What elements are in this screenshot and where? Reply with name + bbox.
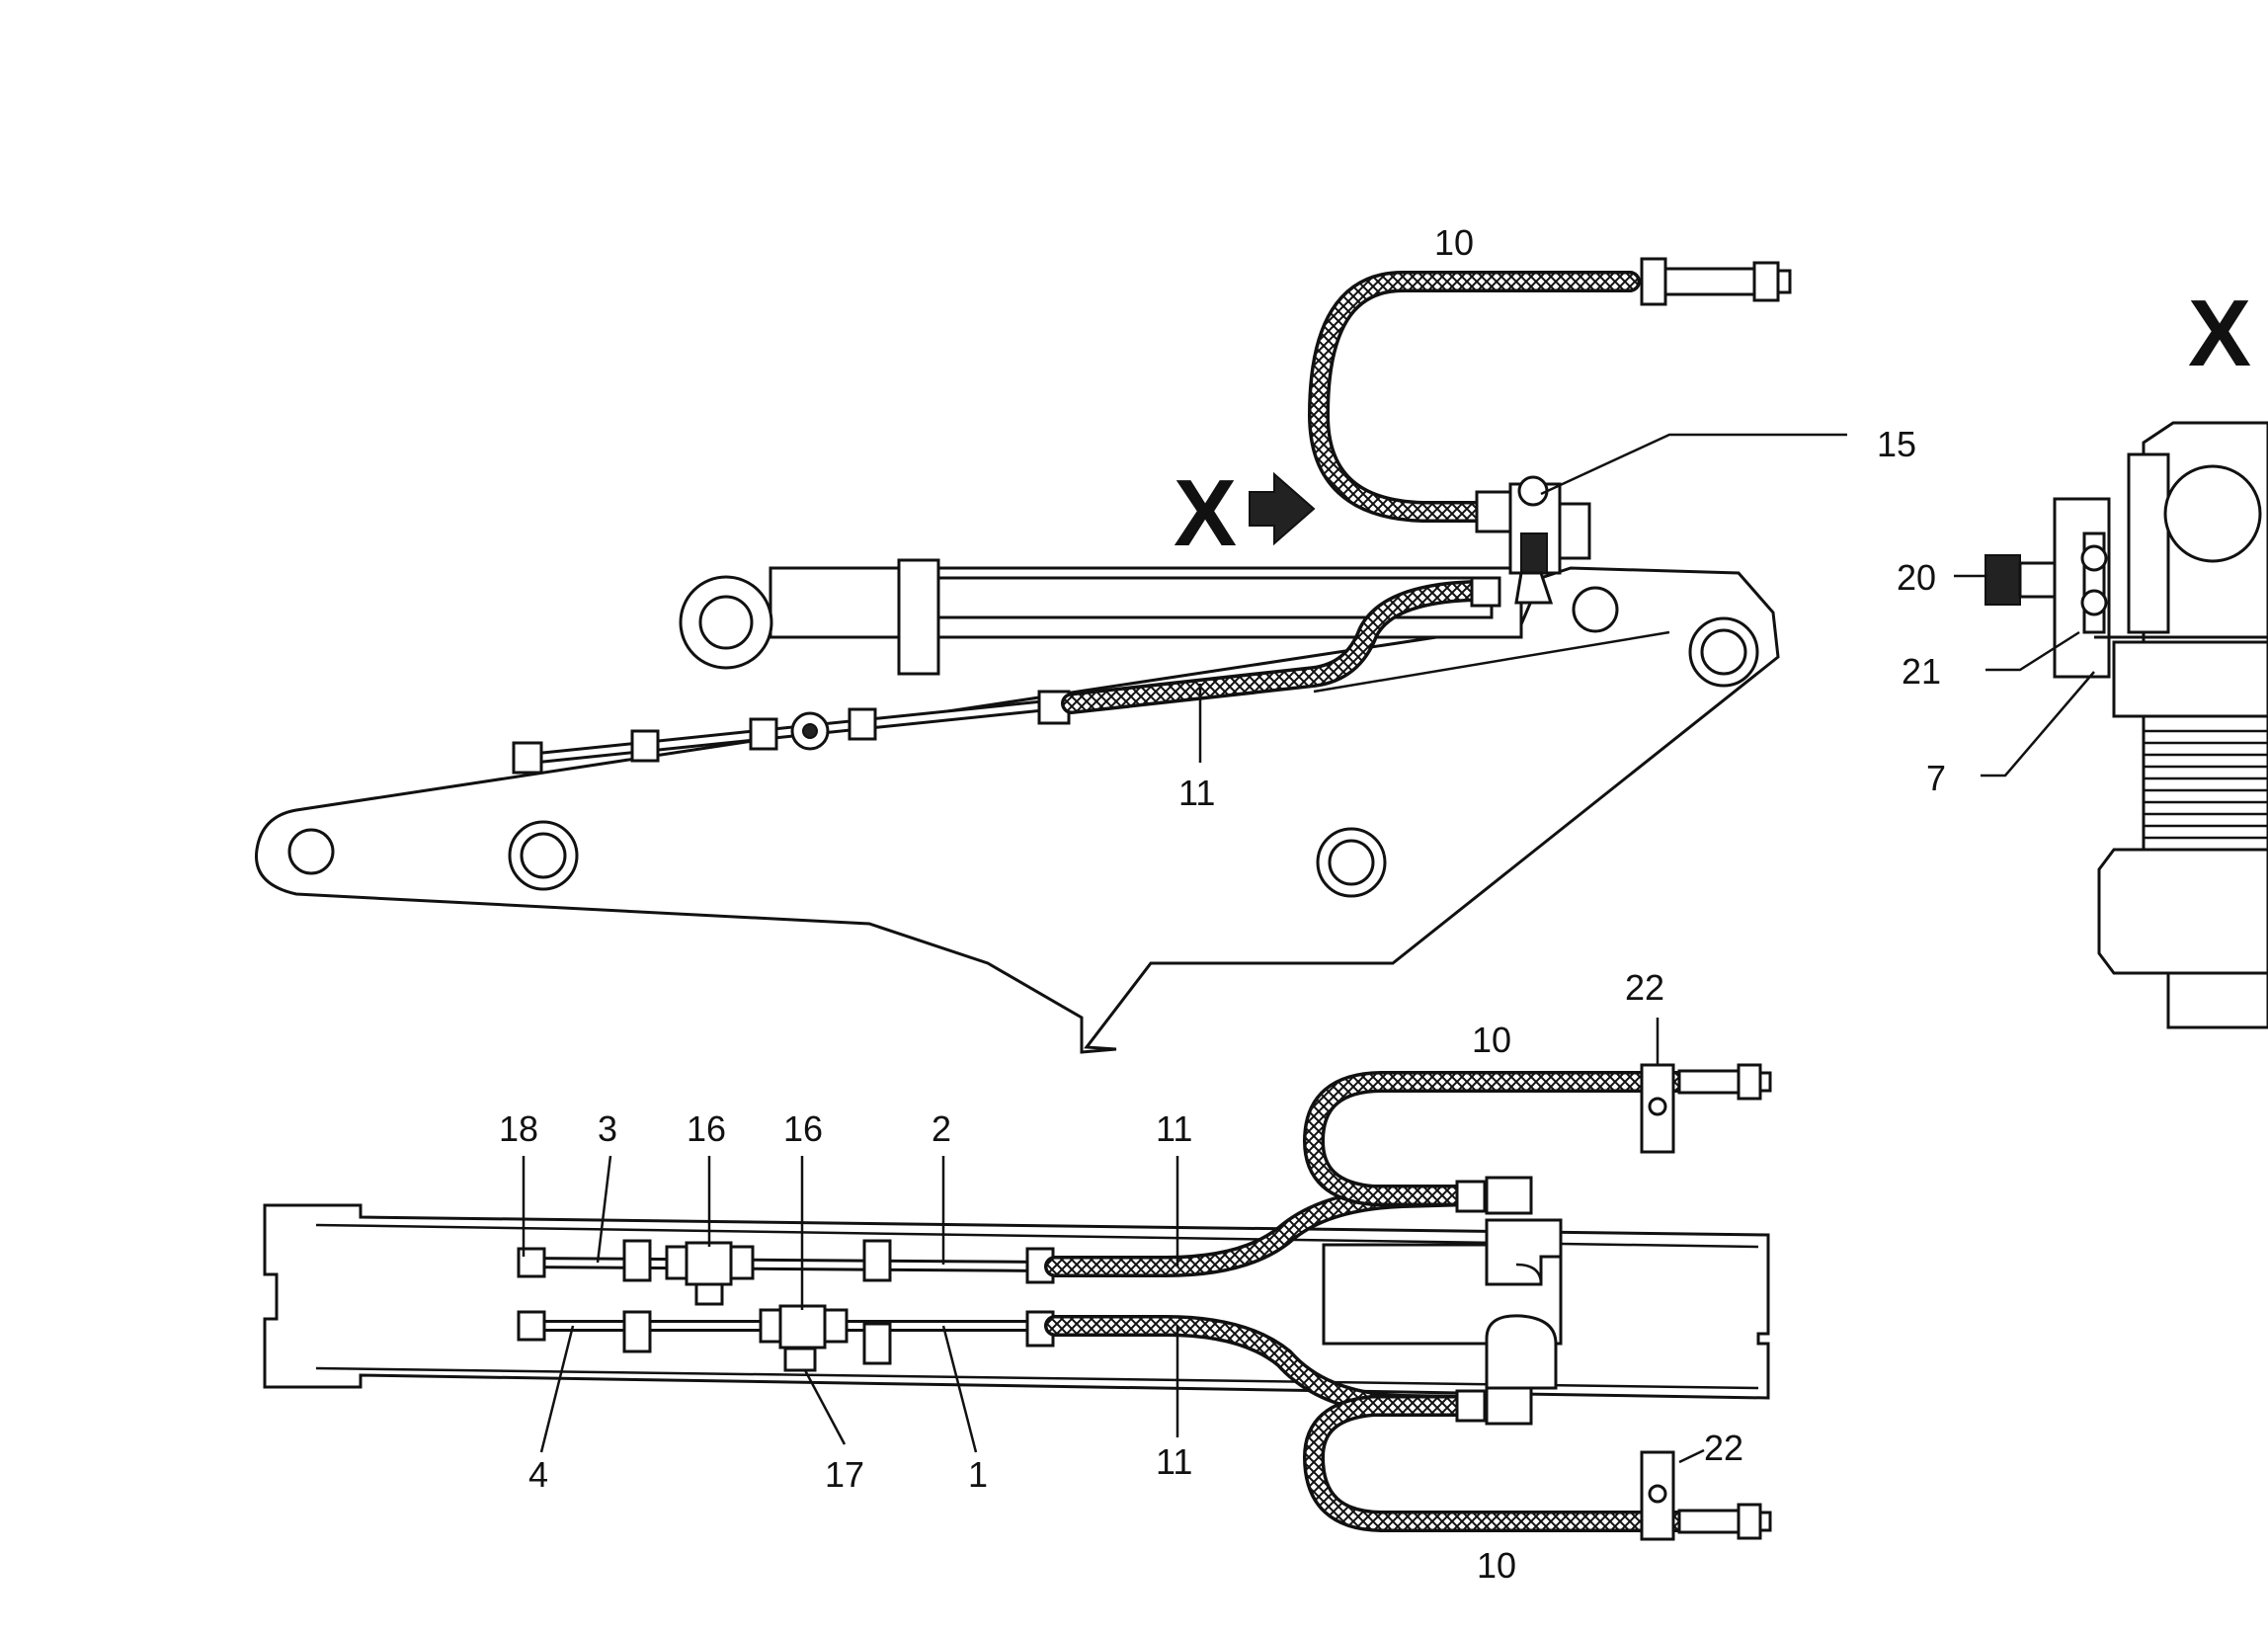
callout-17: 17	[825, 1454, 864, 1495]
callout-20: 20	[1897, 557, 1936, 598]
threads	[2144, 729, 2268, 840]
x-arrow-label: X	[1174, 460, 1237, 566]
callout-10-plan-bottom: 10	[1477, 1545, 1516, 1586]
hydraulic-cylinder	[679, 558, 1523, 676]
detail-x-view: X 20 21 7	[1897, 281, 2268, 1029]
leader-17	[803, 1369, 847, 1445]
callout-2: 2	[932, 1108, 951, 1149]
callout-16-b: 16	[783, 1108, 823, 1149]
leader-15	[1540, 433, 1847, 496]
callout-22-bottom: 22	[1704, 1428, 1743, 1468]
callout-11-side: 11	[1178, 773, 1215, 813]
leader-4	[539, 1325, 575, 1453]
leader-21	[1985, 630, 2080, 672]
plan-view: 18 3 16 16 2 11 10 22 4 17 1 11 22 10	[263, 967, 1772, 1586]
hex-nut-bottom	[2097, 848, 2268, 975]
side-pipe	[512, 690, 1073, 775]
callout-4: 4	[528, 1454, 548, 1495]
callout-10-plan-top: 10	[1472, 1020, 1511, 1060]
callout-16-a: 16	[687, 1108, 726, 1149]
callout-11-plan-bottom: 11	[1156, 1441, 1192, 1482]
port-opening	[2163, 464, 2262, 563]
plan-pipe-upper	[517, 1239, 1055, 1306]
leader-3	[596, 1155, 612, 1264]
callout-22-top: 22	[1625, 967, 1664, 1008]
callout-18: 18	[499, 1108, 538, 1149]
hose-10-end-fittings	[1640, 257, 1792, 306]
washer-21	[2080, 544, 2108, 572]
boom-holes	[287, 586, 1759, 898]
callout-10-side: 10	[1434, 222, 1474, 263]
bolt-20	[1984, 554, 2021, 606]
callout-15: 15	[1877, 424, 1916, 464]
callout-1: 1	[968, 1454, 988, 1495]
leader-22-bottom	[1678, 1448, 1705, 1464]
boom-web-line	[1313, 630, 1670, 694]
boom-arm	[255, 566, 1780, 1054]
fitting-15	[1475, 475, 1591, 605]
leader-1	[941, 1325, 978, 1453]
view-x-arrow: X	[1174, 460, 1316, 566]
callout-11-plan-top: 11	[1156, 1108, 1192, 1149]
callout-3: 3	[598, 1108, 617, 1149]
side-view: X 10 15 11	[255, 222, 1916, 1054]
leader-7	[1981, 671, 2095, 777]
hose-10-side	[1308, 271, 1641, 523]
detail-x-label: X	[2188, 281, 2251, 386]
callout-21: 21	[1902, 651, 1941, 692]
plan-pipe-lower	[517, 1304, 1055, 1372]
clamp-22-bottom	[1640, 1450, 1675, 1541]
threaded-body	[2142, 714, 2268, 852]
callout-7: 7	[1926, 758, 1946, 798]
